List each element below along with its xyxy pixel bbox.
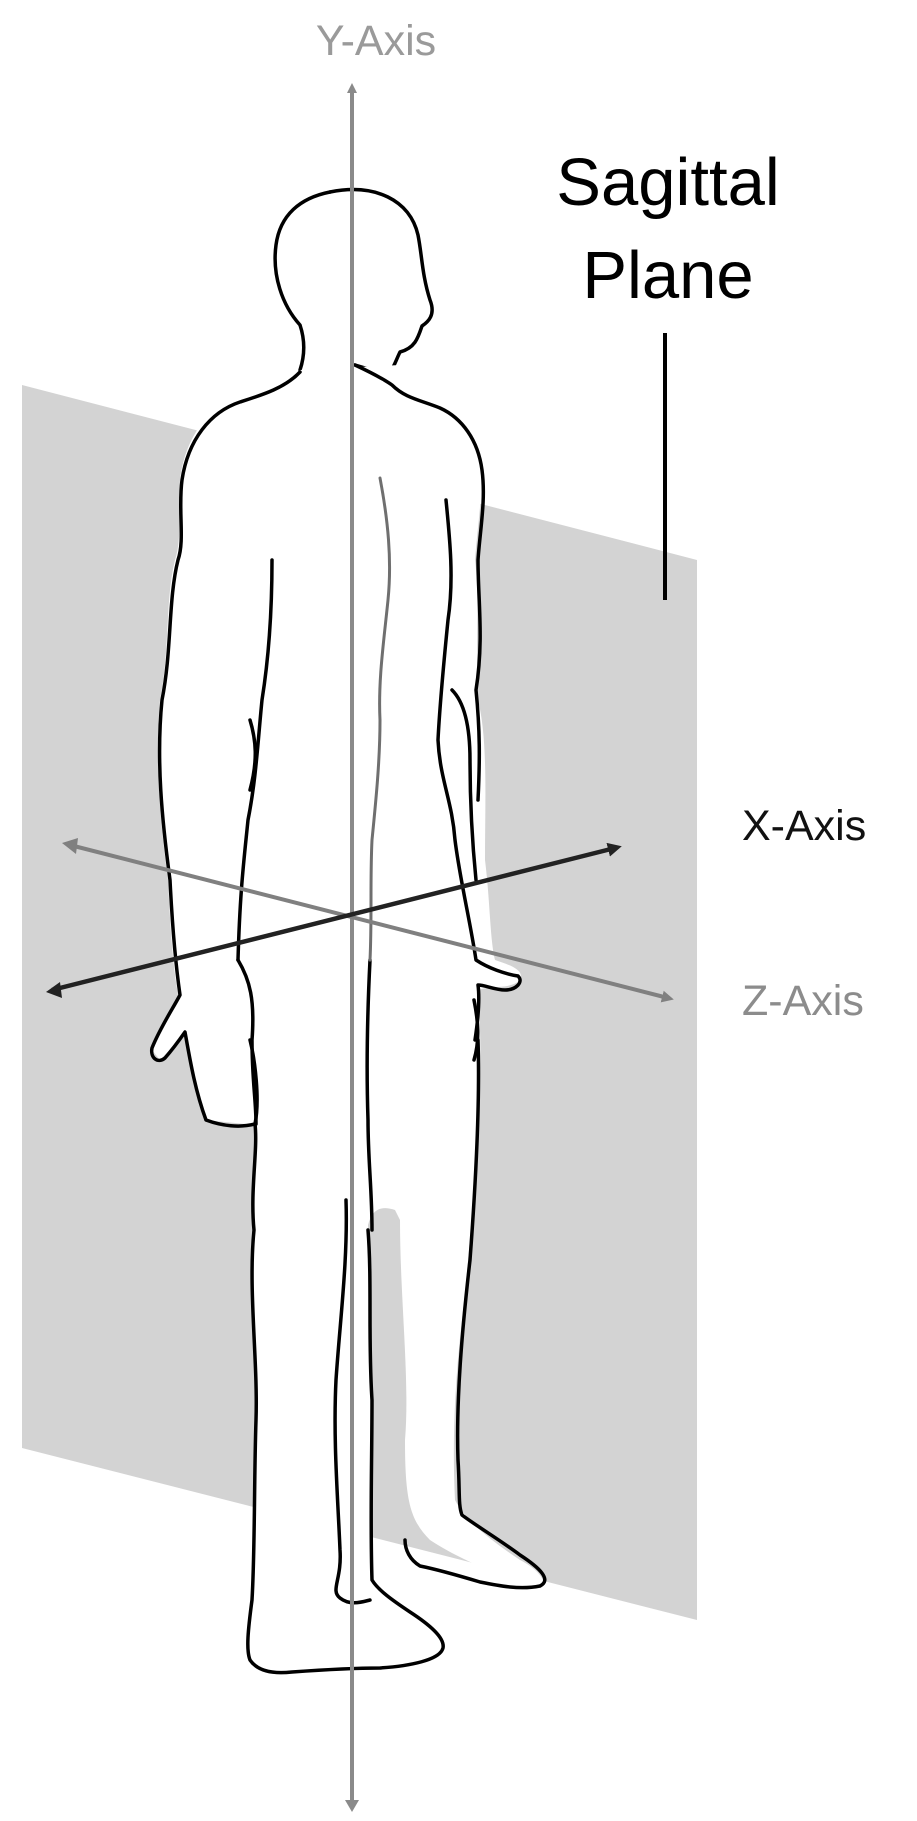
plane-label-line2: Plane	[582, 238, 753, 313]
y-axis-label: Y-Axis	[316, 17, 436, 65]
x-axis-label: X-Axis	[742, 802, 866, 850]
z-axis-label: Z-Axis	[742, 977, 864, 1025]
plane-label-line1: Sagittal	[556, 145, 779, 220]
